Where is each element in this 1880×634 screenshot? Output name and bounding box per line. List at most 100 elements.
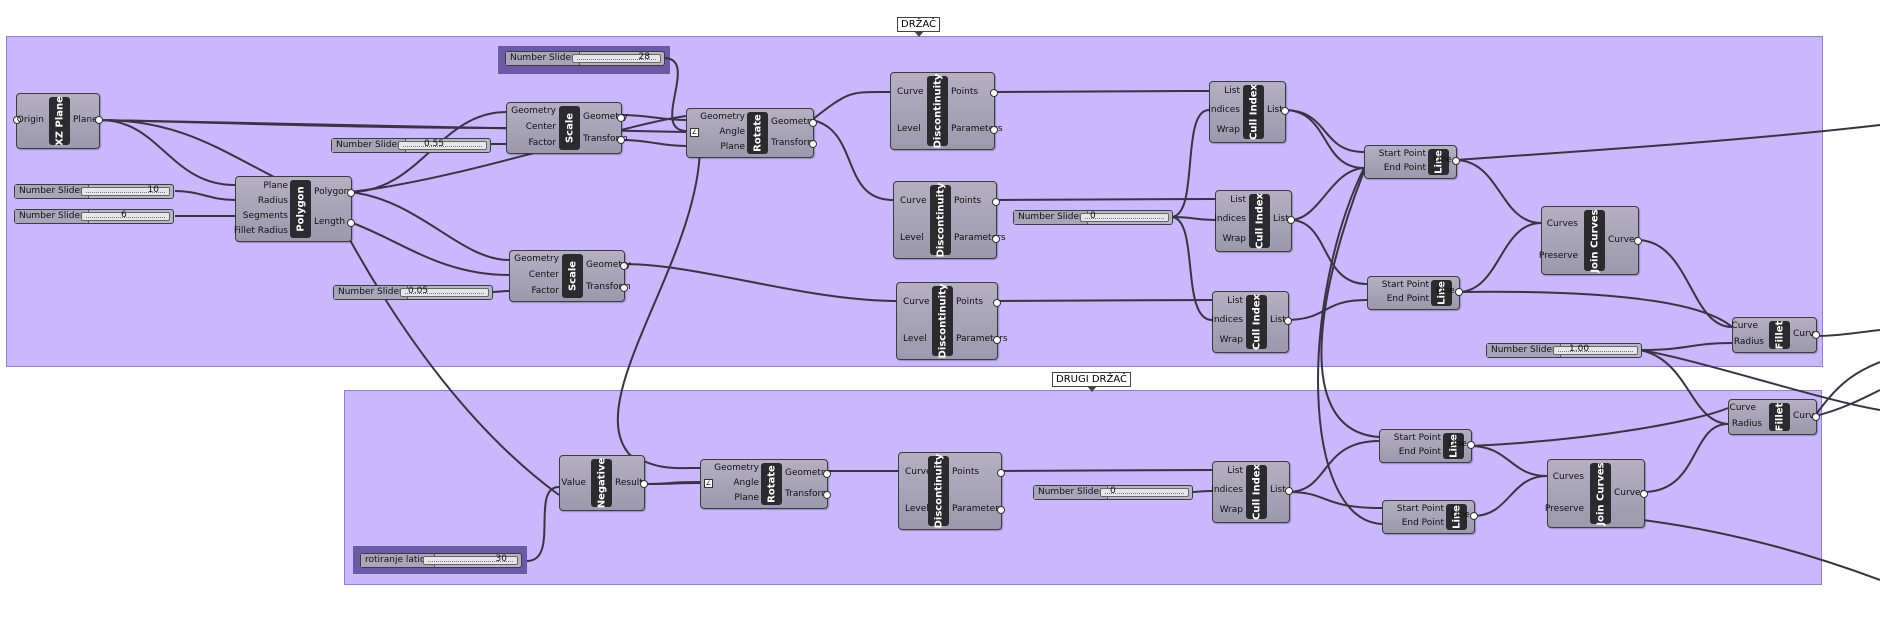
number-slider-scale-2[interactable]: Number Slider 0.05 xyxy=(333,285,493,300)
output-dot[interactable] xyxy=(1455,288,1463,296)
fillet-component-2[interactable]: Curve Radius Fillet Curve xyxy=(1728,399,1820,435)
slider-rotiranje-latice[interactable]: rotiranje latice 30 xyxy=(360,553,522,568)
output-dot[interactable] xyxy=(992,198,1000,206)
output-dot[interactable] xyxy=(993,299,1001,307)
output-dot[interactable] xyxy=(1467,441,1475,449)
output-dot[interactable] xyxy=(997,469,1005,477)
output-dot[interactable] xyxy=(1281,107,1289,115)
number-slider-angle[interactable]: Number Slider 28 xyxy=(505,51,665,66)
output-dot[interactable] xyxy=(823,470,831,478)
scale-component-2[interactable]: Geometry Center Factor Scale Geometry Tr… xyxy=(509,250,631,302)
output-dot[interactable] xyxy=(1812,413,1820,421)
slider-rail[interactable] xyxy=(1553,346,1638,355)
output-dot[interactable] xyxy=(95,116,103,124)
number-slider-fillet[interactable]: Number Slider 1.00 xyxy=(1486,343,1642,358)
output-dot[interactable] xyxy=(1470,512,1478,520)
slider-rail[interactable] xyxy=(398,141,487,150)
line-component-1[interactable]: Start Point End Point Line Line xyxy=(1364,145,1460,179)
output-dot[interactable] xyxy=(1812,331,1820,339)
output-dot[interactable] xyxy=(1634,237,1642,245)
slider-rail[interactable] xyxy=(400,288,489,297)
component-title: Discontinuity xyxy=(928,454,949,528)
port-start-point: Start Point xyxy=(1396,504,1444,514)
output-dot[interactable] xyxy=(617,136,625,144)
component-title: Line xyxy=(1443,433,1464,459)
negative-component[interactable]: Value Negative Result xyxy=(559,455,648,511)
output-dot[interactable] xyxy=(1640,490,1648,498)
wire xyxy=(1814,389,1880,417)
number-slider-cull-2[interactable]: Number Slider 0 xyxy=(1033,485,1193,500)
xz-plane-component[interactable]: Origin XZ Plane Plane xyxy=(13,93,103,149)
wire xyxy=(994,198,1216,201)
port-points: Points xyxy=(951,87,979,97)
port-origin: Origin xyxy=(16,115,44,125)
number-slider-radius[interactable]: Number Slider 10 xyxy=(14,184,174,199)
wire xyxy=(1469,407,1729,447)
rotate-component-1[interactable]: Geometry ∠ Angle Plane Rotate Geometry T… xyxy=(686,108,817,158)
output-dot[interactable] xyxy=(993,336,1001,344)
output-dot[interactable] xyxy=(1287,216,1295,224)
scale-component-1[interactable]: Geometry Center Factor Scale Geometry Tr… xyxy=(506,102,628,154)
cull-index-component-3[interactable]: List Indices Wrap Cull Index List xyxy=(1211,291,1292,353)
port-polygon: Polygon xyxy=(314,187,350,197)
output-dot[interactable] xyxy=(992,235,1000,243)
output-dot[interactable] xyxy=(1452,157,1460,165)
fillet-component-1[interactable]: Curve Radius Fillet Curve xyxy=(1731,317,1820,353)
port-curve: Curve xyxy=(1729,403,1756,413)
cull-index-component-4[interactable]: List Indices Wrap Cull Index List xyxy=(1211,461,1293,523)
discontinuity-component-4[interactable]: Curve Level Discontinuity Points Paramet… xyxy=(898,452,1005,530)
slider-rail[interactable] xyxy=(423,556,518,565)
port-center: Center xyxy=(528,270,559,280)
wire xyxy=(99,119,236,186)
wire xyxy=(1289,167,1365,221)
slider-rail[interactable] xyxy=(1080,213,1169,222)
slider-rail[interactable] xyxy=(81,212,170,221)
component-title: Fillet xyxy=(1769,321,1790,349)
port-plane: Plane xyxy=(263,181,288,191)
output-dot[interactable] xyxy=(990,126,998,134)
polygon-component[interactable]: Plane Radius Segments Fillet Radius Poly… xyxy=(234,176,355,242)
output-dot[interactable] xyxy=(617,114,625,122)
angle-toggle-icon[interactable]: ∠ xyxy=(690,128,699,137)
angle-toggle-icon[interactable]: ∠ xyxy=(704,479,713,488)
wire xyxy=(1320,151,1380,438)
output-dot[interactable] xyxy=(620,284,628,292)
output-dot[interactable] xyxy=(809,140,817,148)
wire xyxy=(642,482,701,485)
port-wrap: Wrap xyxy=(1216,125,1240,135)
input-dot[interactable] xyxy=(13,116,21,124)
output-dot[interactable] xyxy=(997,506,1005,514)
wire xyxy=(99,119,687,133)
output-dot[interactable] xyxy=(347,219,355,227)
output-dot[interactable] xyxy=(640,480,648,488)
slider-value: 6 xyxy=(121,210,127,220)
line-component-2[interactable]: Start Point End Point Line xyxy=(1367,276,1463,310)
number-slider-scale-1[interactable]: Number Slider 0.55 xyxy=(331,138,491,153)
discontinuity-component-1[interactable]: Curve Level Discontinuity Points Paramet… xyxy=(890,72,1003,150)
discontinuity-component-2[interactable]: Curve Level Discontinuity Points Paramet… xyxy=(893,181,1006,259)
output-dot[interactable] xyxy=(1284,317,1292,325)
output-dot[interactable] xyxy=(347,189,355,197)
number-slider-cull[interactable]: Number Slider 0 xyxy=(1013,210,1173,225)
output-dot[interactable] xyxy=(823,491,831,499)
cull-index-component-2[interactable]: List Indices Wrap Cull Index List xyxy=(1214,190,1295,252)
port-wrap: Wrap xyxy=(1219,505,1243,515)
output-dot[interactable] xyxy=(620,262,628,270)
slider-rail[interactable] xyxy=(1100,488,1189,497)
join-curves-component-1[interactable]: Curves Preserve Join Curves Curves xyxy=(1539,206,1642,275)
slider-label: Number Slider xyxy=(1034,486,1108,499)
cull-index-component-1[interactable]: List Indices Wrap Cull Index List xyxy=(1208,81,1289,143)
rotate-component-2[interactable]: Geometry ∠ Angle Plane Rotate Geometry T… xyxy=(700,459,831,509)
slider-value: 30 xyxy=(495,554,507,564)
join-curves-component-2[interactable]: Curves Preserve Join Curves Curves xyxy=(1545,459,1648,528)
output-dot[interactable] xyxy=(990,89,998,97)
number-slider-segments[interactable]: Number Slider 6 xyxy=(14,209,174,224)
slider-rail[interactable] xyxy=(572,54,661,63)
output-dot[interactable] xyxy=(809,119,817,127)
slider-rail[interactable] xyxy=(81,187,170,196)
line-component-4[interactable]: Start Point End Point Line xyxy=(1382,500,1478,534)
wire xyxy=(1454,159,1542,224)
line-component-3[interactable]: Start Point End Point Line xyxy=(1379,429,1475,463)
output-dot[interactable] xyxy=(1285,487,1293,495)
discontinuity-component-3[interactable]: Curve Level Discontinuity Points Paramet… xyxy=(896,282,1008,360)
